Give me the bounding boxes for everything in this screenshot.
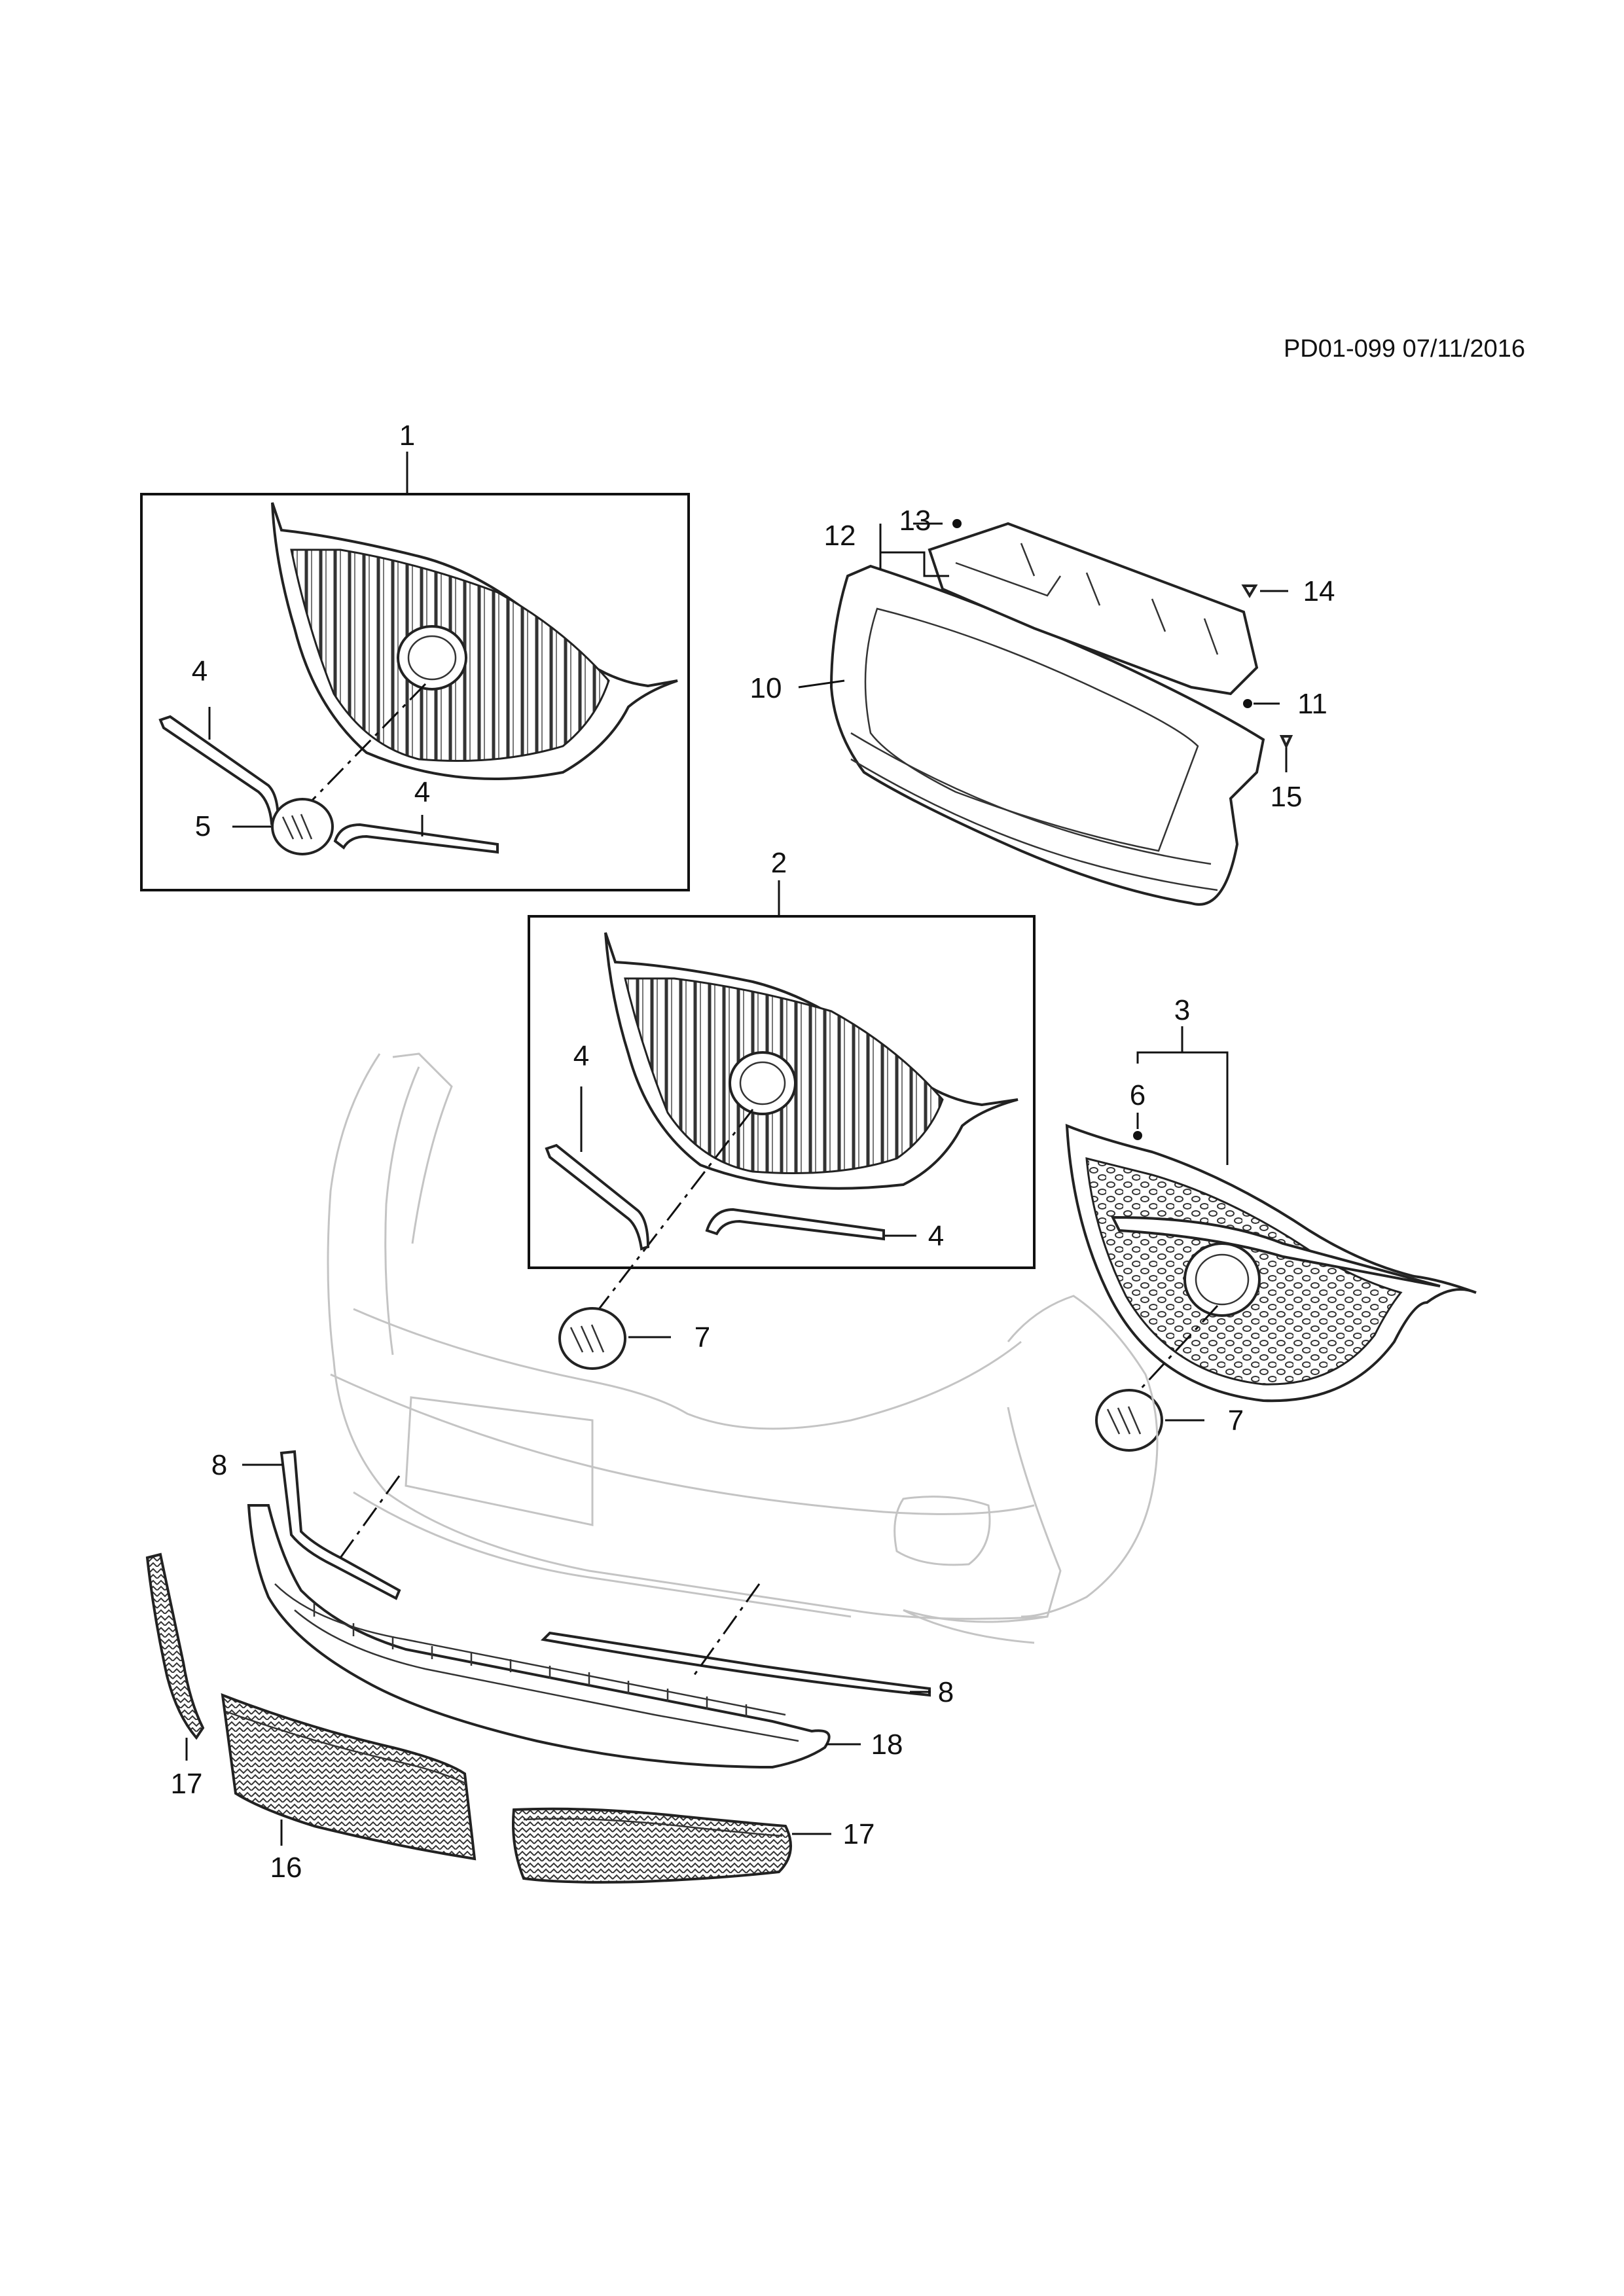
fastener-6: [1133, 1131, 1142, 1140]
callout-12: 12: [824, 520, 856, 552]
emblem-7b: [1095, 1389, 1163, 1452]
callout-8a: 8: [211, 1449, 227, 1481]
grille-kit-1: 1 4 5 4: [140, 420, 690, 891]
front-bumper-fascia-ghost: [327, 1052, 1159, 1644]
callout-4d: 4: [928, 1220, 944, 1252]
emblem-7a: [558, 1307, 626, 1370]
reference-code: PD01-099 07/11/2016: [1284, 335, 1525, 363]
callout-13: 13: [899, 505, 931, 537]
callout-6: 6: [1130, 1079, 1146, 1111]
lower-grille-frame-18: [247, 1504, 831, 1769]
callout-17b: 17: [843, 1818, 875, 1850]
callout-3: 3: [1174, 994, 1190, 1026]
fastener-13: [952, 519, 962, 528]
callout-4b: 4: [414, 776, 430, 808]
callout-16: 16: [270, 1852, 302, 1884]
grille-kit-2: 2 4 4: [528, 847, 1036, 1310]
fastener-11: [1243, 699, 1252, 708]
fog-lamp-bezel-17a: [145, 1552, 205, 1740]
fog-lamp-bezel-17b: [512, 1807, 792, 1884]
molding-8b: [540, 1631, 931, 1697]
callout-1: 1: [399, 420, 415, 452]
side-trim-4c: [545, 1143, 650, 1251]
bracket-12: [879, 535, 949, 577]
callout-14: 14: [1303, 575, 1335, 607]
kit-1-box: [140, 493, 690, 891]
honeycomb-grille-3: 3 6: [1065, 994, 1477, 1403]
callout-4a: 4: [192, 655, 208, 687]
callout-18: 18: [871, 1729, 903, 1761]
center-lower-grille-16: [221, 1693, 477, 1861]
upper-grille-2: [604, 932, 1019, 1190]
side-trim-4a: [158, 715, 280, 825]
callout-11: 11: [1297, 688, 1327, 720]
kit-2-box: [528, 915, 1036, 1269]
callout-4c: 4: [573, 1040, 589, 1072]
grille-support-bracket-10: [829, 522, 1265, 906]
emblem-5: [271, 798, 334, 855]
callout-10: 10: [750, 672, 782, 704]
lower-trim-4b: [333, 823, 499, 854]
upper-grille-1: [271, 502, 678, 780]
callout-5: 5: [195, 810, 211, 842]
callout-15: 15: [1271, 781, 1303, 813]
callout-7b: 7: [1228, 1405, 1244, 1437]
lower-trim-4d: [705, 1208, 885, 1241]
callout-2: 2: [771, 847, 787, 879]
fastener-15: [1279, 735, 1293, 749]
fastener-14: [1241, 584, 1258, 598]
callout-8b: 8: [938, 1676, 954, 1708]
molding-8a: [280, 1450, 401, 1600]
callout-7a: 7: [695, 1321, 710, 1354]
callout-17a: 17: [171, 1768, 203, 1800]
